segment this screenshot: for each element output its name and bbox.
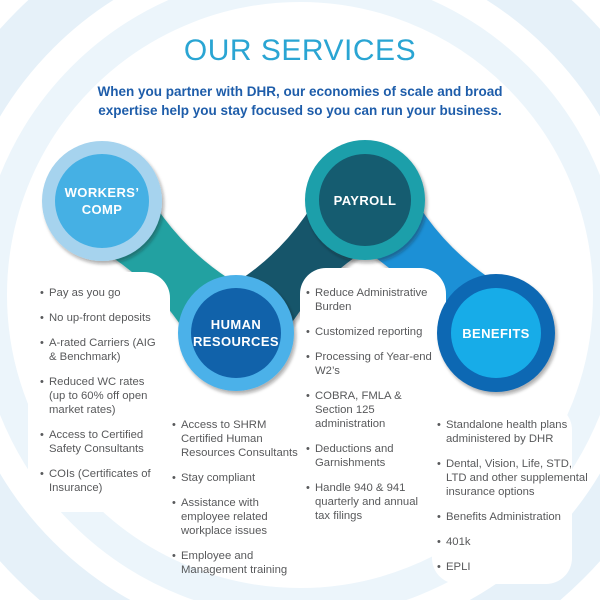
list-item: • EPLI (437, 560, 589, 574)
bullet-icon: • (306, 443, 310, 455)
list-bubble-workerscomp (28, 272, 170, 512)
list-bubble-hr (166, 404, 306, 564)
list-item-text: Deductions and Garnishments (315, 443, 394, 469)
list-item-text: Benefits Administration (446, 511, 561, 523)
list-item-text: Employee and Management training (181, 550, 288, 576)
list-item: • COBRA, FMLA & Section 125 administrati… (306, 389, 434, 431)
bullet-icon: • (172, 550, 176, 562)
benefits-label: BENEFITS (462, 325, 530, 341)
page-title: OUR SERVICES (183, 34, 417, 67)
hr-list: • Access to SHRM Certified Human Resourc… (172, 418, 310, 588)
bullet-icon: • (172, 419, 176, 431)
bullet-icon: • (437, 561, 441, 573)
hr-inner-circle (191, 288, 281, 378)
list-item: • Employee and Management training (172, 549, 310, 577)
list-item-text: Standalone health plans administered by … (446, 419, 568, 445)
list-item-text: Access to SHRM Certified Human Resources… (181, 419, 298, 459)
list-item-text: Reduced WC rates (up to 60% off open mar… (49, 376, 148, 416)
list-item: • No up-front deposits (40, 311, 162, 325)
workerscomp-list: • Pay as you go • No up-front deposits •… (40, 286, 162, 506)
list-item: • Dental, Vision, Life, STD, LTD and oth… (437, 457, 589, 499)
list-bubble-payroll (300, 268, 446, 508)
list-item: • Reduce Administrative Burden (306, 286, 434, 314)
list-item-text: 401k (446, 536, 471, 548)
list-item-text: A-rated Carriers (AIG & Benchmark) (49, 337, 156, 363)
payroll-label: PAYROLL (333, 192, 397, 208)
list-item: • Access to Certified Safety Consultants (40, 428, 162, 456)
list-item: • Stay compliant (172, 471, 310, 485)
list-item: • COIs (Certificates of Insurance) (40, 467, 162, 495)
payroll-list: • Reduce Administrative Burden • Customi… (306, 286, 434, 534)
list-item: • Handle 940 & 941 quarterly and annual … (306, 481, 434, 523)
list-item-text: Reduce Administrative Burden (315, 287, 428, 313)
list-item: • Pay as you go (40, 286, 162, 300)
bullet-icon: • (40, 312, 44, 324)
list-item: • Customized reporting (306, 325, 434, 339)
list-item-text: Dental, Vision, Life, STD, LTD and other… (446, 458, 588, 498)
list-item: • Processing of Year-end W2’s (306, 350, 434, 378)
workerscomp-label: WORKERS’ COMP (64, 185, 140, 217)
bullet-icon: • (437, 536, 441, 548)
benefits-inner-circle (451, 288, 541, 378)
list-item-text: COIs (Certificates of Insurance) (49, 468, 151, 494)
list-item: • Assistance with employee related workp… (172, 496, 310, 538)
bullet-icon: • (306, 390, 310, 402)
bullet-icon: • (40, 429, 44, 441)
bullet-icon: • (306, 326, 310, 338)
bullet-icon: • (40, 468, 44, 480)
bullet-icon: • (40, 376, 44, 388)
bullet-icon: • (306, 482, 310, 494)
benefits-list: • Standalone health plans administered b… (437, 418, 589, 585)
bullet-icon: • (172, 472, 176, 484)
list-item-text: COBRA, FMLA & Section 125 administration (315, 390, 402, 430)
list-item-text: Handle 940 & 941 quarterly and annual ta… (315, 482, 419, 522)
bullet-icon: • (306, 287, 310, 299)
bullet-icon: • (172, 497, 176, 509)
list-item-text: Customized reporting (315, 326, 423, 338)
list-item-text: No up-front deposits (49, 312, 151, 324)
list-item: • Benefits Administration (437, 510, 589, 524)
list-item: • Standalone health plans administered b… (437, 418, 589, 446)
list-item: • Deductions and Garnishments (306, 442, 434, 470)
list-item-text: Access to Certified Safety Consultants (49, 429, 144, 455)
hr-label: HUMAN RESOURCES (193, 317, 279, 349)
list-item: • Reduced WC rates (up to 60% off open m… (40, 375, 162, 417)
bullet-icon: • (40, 337, 44, 349)
list-item-text: EPLI (446, 561, 471, 573)
list-item-text: Assistance with employee related workpla… (181, 497, 268, 537)
bullet-icon: • (437, 511, 441, 523)
list-item-text: Pay as you go (49, 287, 121, 299)
bullet-icon: • (40, 287, 44, 299)
bullet-icon: • (437, 458, 441, 470)
payroll-inner-circle (319, 154, 411, 246)
workerscomp-inner-circle (55, 154, 149, 248)
bullet-icon: • (306, 351, 310, 363)
list-item: • A-rated Carriers (AIG & Benchmark) (40, 336, 162, 364)
bullet-icon: • (437, 419, 441, 431)
list-item-text: Stay compliant (181, 472, 256, 484)
list-item: • 401k (437, 535, 589, 549)
list-item-text: Processing of Year-end W2’s (315, 351, 432, 377)
list-item: • Access to SHRM Certified Human Resourc… (172, 418, 310, 460)
list-bubble-benefits (432, 404, 572, 584)
page-subtitle: When you partner with DHR, our economies… (97, 84, 503, 118)
header: OUR SERVICES When you partner with DHR, … (0, 34, 600, 120)
